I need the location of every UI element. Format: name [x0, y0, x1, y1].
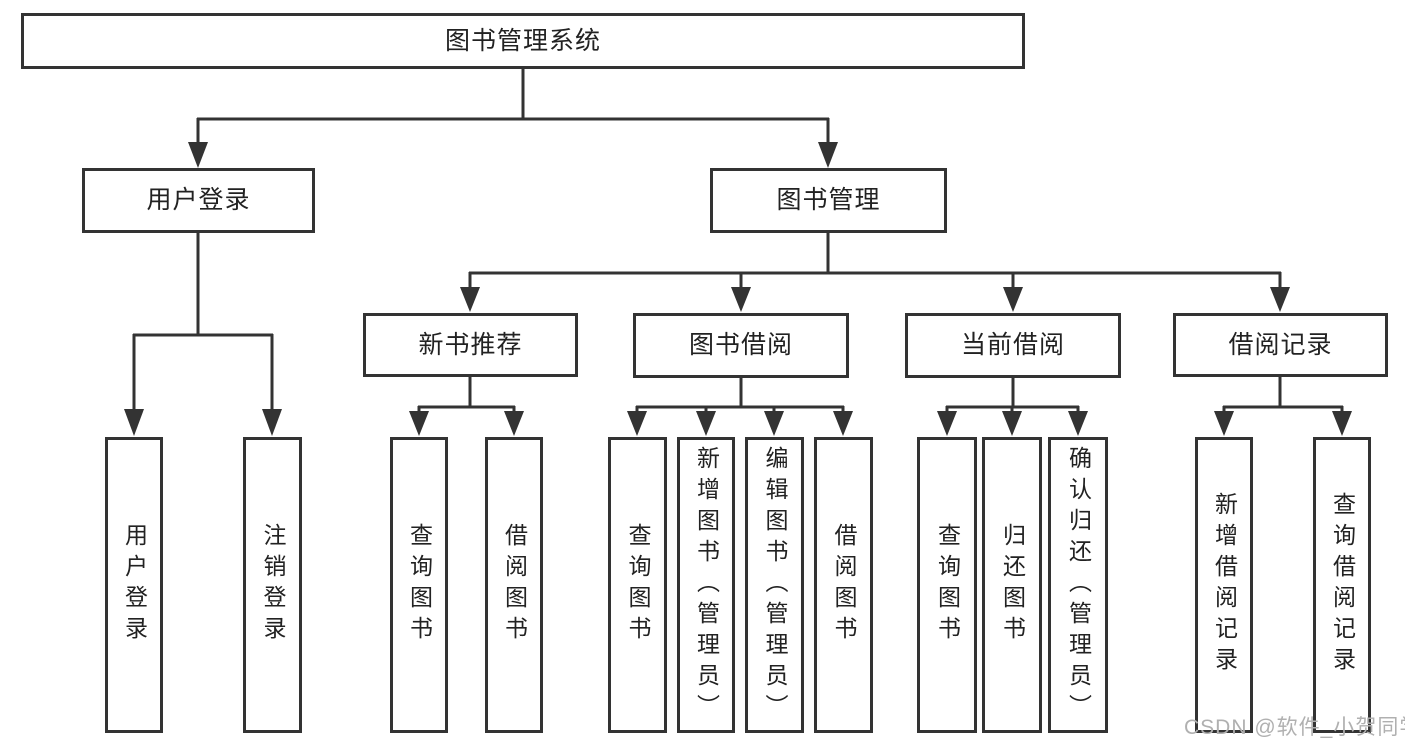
- node-label: 查询图书: [934, 523, 961, 647]
- node-label: 当前借阅: [960, 331, 1065, 359]
- watermark-text: CSDN @软件_小贺同学: [1184, 716, 1405, 739]
- node-user-login-branch: 用户登录: [82, 168, 315, 233]
- leaf-logout: 注销登录: [243, 437, 302, 733]
- leaf-query-borrow-record: 查询借阅记录: [1313, 437, 1371, 733]
- leaf-query-books: 查询图书: [608, 437, 667, 733]
- node-book-borrow: 图书借阅: [633, 313, 849, 378]
- node-label: 图书借阅: [688, 331, 793, 359]
- node-label: 用户登录: [146, 186, 251, 214]
- leaf-query-books: 查询图书: [917, 437, 977, 733]
- node-borrow-records: 借阅记录: [1173, 313, 1388, 377]
- leaf-borrow-books: 借阅图书: [485, 437, 543, 733]
- node-label: 查询图书: [625, 523, 651, 647]
- leaf-return-books: 归还图书: [982, 437, 1042, 733]
- node-label: 新增借阅记录: [1211, 492, 1238, 678]
- node-new-book-recommend: 新书推荐: [363, 313, 578, 377]
- node-label: 借阅图书: [831, 523, 857, 647]
- node-label: 查询图书: [406, 523, 433, 647]
- leaf-confirm-return-admin: 确认归还（管理员）: [1048, 437, 1108, 733]
- leaf-borrow-books: 借阅图书: [814, 437, 873, 733]
- leaf-add-borrow-record: 新增借阅记录: [1195, 437, 1253, 733]
- node-book-management: 图书管理: [710, 168, 947, 233]
- node-label: 注销登录: [260, 523, 286, 647]
- node-label: 新书推荐: [418, 330, 523, 359]
- node-label: 归还图书: [999, 523, 1026, 647]
- leaf-add-books-admin: 新增图书（管理员）: [677, 437, 735, 733]
- leaf-query-books: 查询图书: [390, 437, 448, 733]
- node-label: 图书管理: [776, 186, 881, 214]
- node-library-management-system: 图书管理系统: [21, 13, 1025, 69]
- node-current-borrow: 当前借阅: [905, 313, 1121, 378]
- node-label: 新增图书（管理员）: [693, 445, 720, 725]
- node-label: 查询借阅记录: [1329, 492, 1356, 678]
- leaf-user-login: 用户登录: [105, 437, 163, 733]
- node-label: 确认归还（管理员）: [1065, 445, 1092, 725]
- node-label: 借阅图书: [501, 523, 528, 647]
- leaf-edit-books-admin: 编辑图书（管理员）: [745, 437, 804, 733]
- node-label: 图书管理系统: [444, 26, 601, 55]
- arrowhead-icons: [124, 142, 1352, 436]
- node-label: 用户登录: [121, 523, 148, 647]
- node-label: 编辑图书（管理员）: [762, 445, 788, 725]
- node-label: 借阅记录: [1228, 330, 1333, 359]
